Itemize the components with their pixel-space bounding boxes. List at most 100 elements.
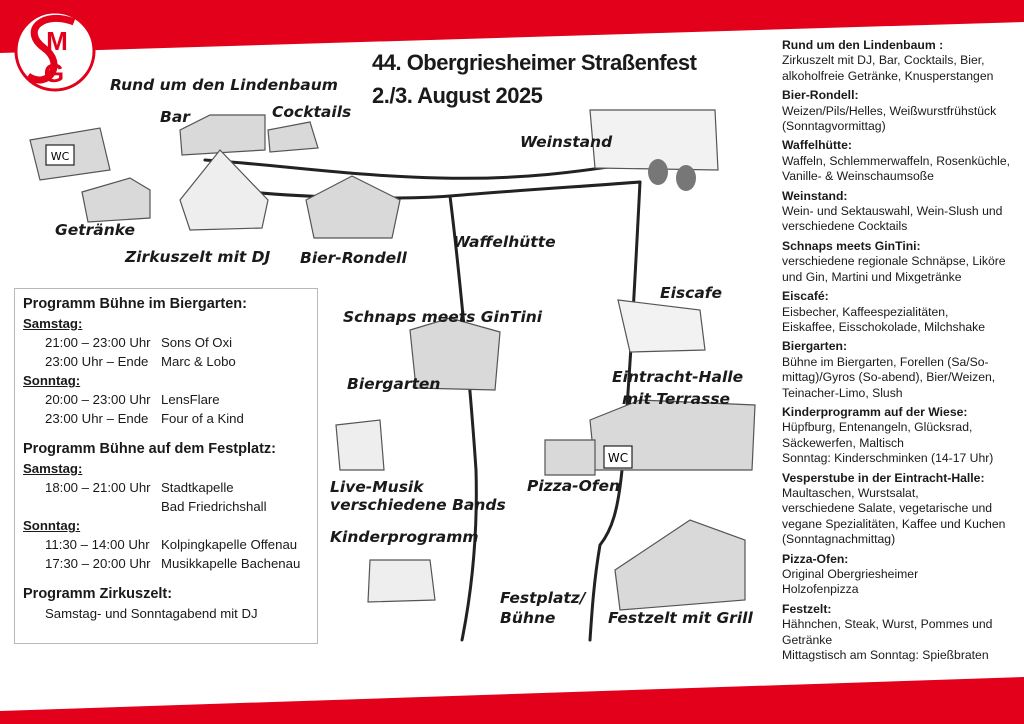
offering-line: Wein- und Sektauswahl, Wein-Slush und	[782, 204, 1003, 219]
cocktail-hut	[267, 121, 319, 153]
time: 17:30 – 20:00 Uhr	[45, 556, 151, 571]
offering-heading: Biergarten:	[782, 339, 848, 354]
msg-logo: M G	[14, 10, 96, 92]
act: Musikkapelle Bachenau	[161, 556, 301, 571]
offering-line: Säckewerfen, Maltisch	[782, 435, 904, 450]
day-label: Samstag:	[23, 316, 83, 331]
label-bier-rondell: Bier-Rondell	[300, 249, 407, 267]
offerings-list: Rund um den Lindenbaum :Zirkuszelt mit D…	[782, 38, 1018, 667]
offering-heading: Weinstand:	[782, 188, 848, 203]
offering-line: Eiskaffee, Eisschokolade, Milchshake	[782, 319, 986, 334]
offering-heading: Schnaps meets GinTini:	[782, 238, 921, 253]
eiscafe	[617, 299, 706, 353]
label-eintracht-1: Eintracht-Halle	[612, 368, 744, 386]
offering-line: Bühne im Biergarten, Forellen (Sa/So-	[782, 354, 989, 369]
label-festplatz-2: Bühne	[500, 609, 556, 627]
offering-line: Waffeln, Schlemmerwaffeln, Rosenküchle,	[782, 153, 1011, 168]
time: 21:00 – 23:00 Uhr	[45, 335, 151, 350]
program-zirkuszelt-title: Programm Zirkuszelt:	[23, 586, 173, 602]
label-waffelhuette: Waffelhütte	[453, 233, 556, 251]
offering-block: Schnaps meets GinTini:verschiedene regio…	[782, 239, 1018, 285]
label-pizza: Pizza-Ofen	[527, 477, 621, 495]
offering-line: Zirkuszelt mit DJ, Bar, Cocktails, Bier,	[782, 53, 985, 68]
program-row: 17:30 – 20:00 Uhr Musikkapelle Bachenau	[23, 554, 317, 573]
offering-heading: Bier-Rondell:	[782, 88, 859, 103]
offering-heading: Pizza-Ofen:	[782, 551, 849, 566]
offering-line: Original Obergriesheimer	[782, 567, 919, 581]
offering-heading: Vesperstube in der Eintracht-Halle:	[782, 470, 985, 485]
offering-block: Bier-Rondell:Weizen/Pils/Helles, Weißwur…	[782, 88, 1018, 134]
label-zirkuszelt: Zirkuszelt mit DJ	[125, 248, 271, 266]
act: Kolpingkapelle Offenau	[161, 537, 298, 552]
offering-line: Maultaschen, Wurstsalat,	[782, 485, 919, 500]
label-eintracht-2: mit Terrasse	[622, 390, 731, 408]
label-livemusik-1: Live-Musik	[330, 478, 424, 496]
svg-text:G: G	[44, 58, 64, 88]
act: Bad Friedrichshall	[161, 499, 267, 514]
offering-heading: Waffelhütte:	[782, 138, 852, 153]
offering-line: Hähnchen, Steak, Wurst, Pommes und	[782, 617, 993, 632]
time: 20:00 – 23:00 Uhr	[45, 392, 151, 407]
label-cocktails: Cocktails	[272, 103, 352, 121]
act: Sons Of Oxi	[161, 335, 233, 350]
label-lindenbaum: Rund um den Lindenbaum	[110, 76, 338, 94]
offering-line: Teinacher-Limo, Slush	[782, 385, 903, 400]
offering-line: vegane Spezialitäten, Kaffee und Kuchen	[782, 516, 1006, 531]
offering-heading: Eiscafé:	[782, 289, 829, 304]
festzelt	[614, 519, 746, 611]
wc-text-halle: WC	[608, 451, 628, 465]
label-weinstand: Weinstand	[520, 133, 613, 151]
offering-block: Waffelhütte:Waffeln, Schlemmerwaffeln, R…	[782, 138, 1018, 184]
offering-line: Getränke	[782, 632, 833, 647]
road-edge-top	[203, 158, 642, 180]
offering-block: Festzelt:Hähnchen, Steak, Wurst, Pommes …	[782, 602, 1018, 664]
offering-block: Kinderprogramm auf der Wiese:Hüpfburg, E…	[782, 405, 1018, 467]
offering-line: Sonntag: Kinderschminken (14-17 Uhr)	[782, 451, 994, 466]
day-label: Sonntag:	[23, 373, 81, 388]
pizza-oven	[544, 439, 596, 476]
program-row: 21:00 – 23:00 Uhr Sons Of Oxi	[23, 333, 317, 352]
time: 23:00 Uhr – Ende	[45, 354, 149, 369]
roads	[203, 158, 642, 642]
road-edge-left	[448, 194, 478, 642]
offering-line: Vanille- & Weinschaumsoße	[782, 169, 934, 184]
offering-line: Hüpfburg, Entenangeln, Glücksrad,	[782, 420, 973, 435]
top-red-band	[0, 0, 1024, 53]
offering-block: Vesperstube in der Eintracht-Halle:Mault…	[782, 471, 1018, 548]
svg-text:M: M	[46, 26, 68, 56]
label-bar: Bar	[160, 108, 190, 126]
bottom-red-band	[0, 677, 1024, 724]
time	[45, 497, 161, 516]
offering-line: Mittagstisch am Sonntag: Spießbraten	[782, 648, 989, 663]
wc-text: WC	[51, 150, 70, 163]
program-box: Programm Bühne im Biergarten: Samstag: 2…	[14, 288, 318, 644]
offering-line: Eisbecher, Kaffeespezialitäten,	[782, 304, 949, 319]
offering-line: Holzofenpizza	[782, 582, 859, 597]
offering-line: verschiedene Cocktails	[782, 219, 908, 234]
title-date: 2./3. August 2025	[372, 83, 543, 108]
bouncy-castle	[367, 559, 436, 603]
offering-line: (Sonntagvormittag)	[782, 119, 886, 134]
offering-line: mittag)/Gyros (So-abend), Bier/Weizen,	[782, 370, 996, 385]
offering-line: Weizen/Pils/Helles, Weißwurstfrühstück	[782, 103, 997, 118]
weinstand	[589, 109, 719, 171]
biergarten-hut	[409, 317, 501, 391]
title-line-1: 44. Obergriesheimer Straßenfest	[372, 50, 697, 75]
act: Stadtkapelle	[161, 480, 234, 495]
time: 23:00 Uhr – Ende	[45, 411, 149, 426]
act: Four of a Kind	[161, 411, 244, 426]
offering-heading: Festzelt:	[782, 601, 832, 616]
wc-sign	[45, 144, 75, 166]
day-label: Sonntag:	[23, 518, 81, 533]
program-zirkuszelt-text: Samstag- und Sonntagabend mit DJ	[45, 606, 258, 621]
road-edge-right	[588, 180, 642, 642]
bar-hut	[179, 114, 266, 156]
offering-block: Eiscafé:Eisbecher, Kaffeespezialitäten,E…	[782, 289, 1018, 335]
